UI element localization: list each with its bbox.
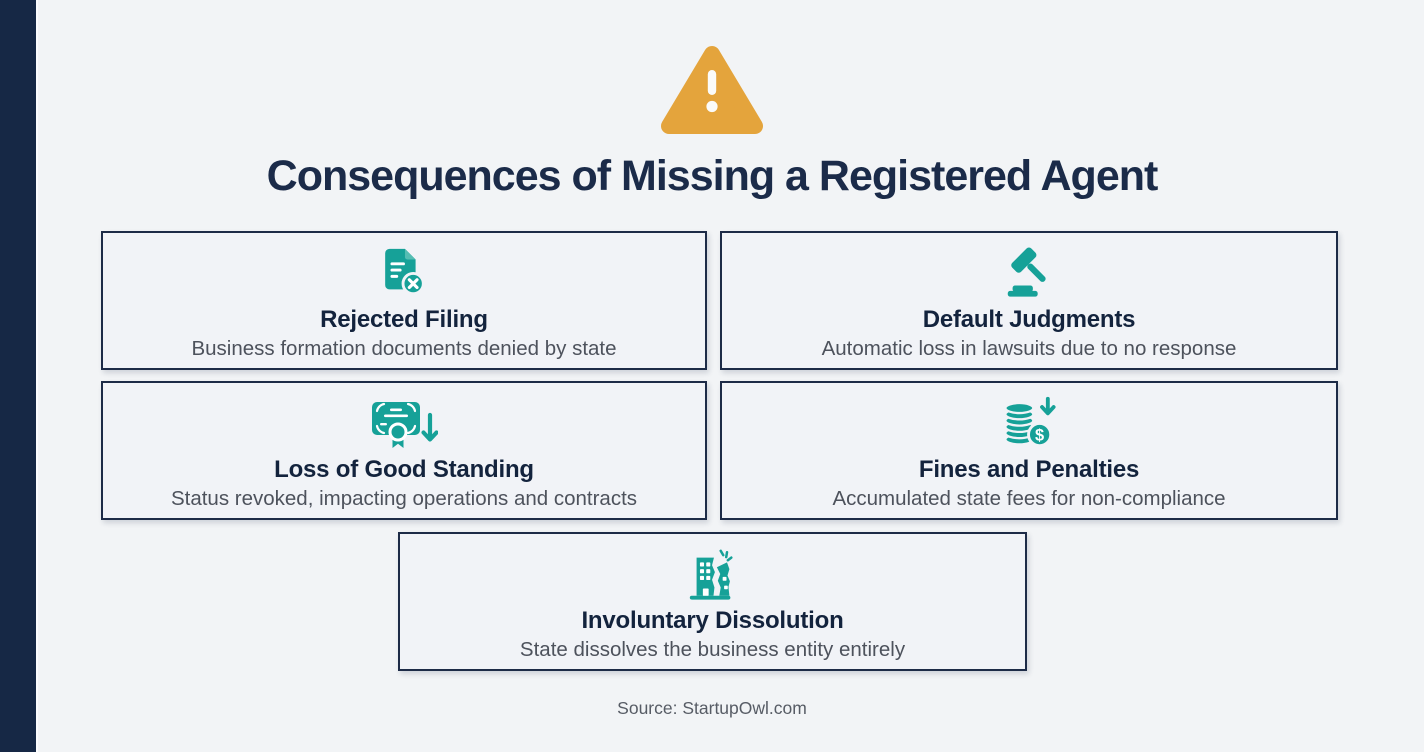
card-title: Loss of Good Standing (274, 455, 534, 483)
warning-triangle-icon (659, 42, 765, 136)
card-subtitle: Status revoked, impacting operations and… (170, 486, 638, 510)
card-fines-and-penalties: $ Fines and Penalties Accumulated state … (720, 381, 1338, 520)
card-title: Involuntary Dissolution (581, 606, 844, 634)
collapsing-building-icon (683, 542, 743, 602)
svg-text:$: $ (1035, 426, 1044, 444)
rejected-document-icon (376, 241, 432, 301)
cards-grid: Rejected Filing Business formation docum… (101, 231, 1338, 520)
certificate-downgrade-icon (370, 391, 438, 451)
solo-card-row: Involuntary Dissolution State dissolves … (398, 532, 1424, 671)
card-title: Default Judgments (922, 305, 1136, 333)
source-text: Source: StartupOwl.com (617, 698, 807, 718)
card-subtitle: Business formation documents denied by s… (191, 336, 617, 360)
card-title: Fines and Penalties (918, 455, 1140, 483)
card-involuntary-dissolution: Involuntary Dissolution State dissolves … (398, 532, 1027, 671)
left-accent-bar (0, 0, 38, 752)
card-subtitle: Automatic loss in lawsuits due to no res… (821, 336, 1237, 360)
footer: Source: StartupOwl.com (0, 698, 1424, 719)
card-subtitle: State dissolves the business entity enti… (519, 637, 906, 661)
card-subtitle: Accumulated state fees for non-complianc… (832, 486, 1226, 510)
card-loss-of-good-standing: Loss of Good Standing Status revoked, im… (101, 381, 707, 520)
header: Consequences of Missing a Registered Age… (0, 0, 1424, 201)
gavel-icon (1001, 241, 1057, 301)
coins-penalty-icon: $ (1000, 391, 1058, 451)
card-title: Rejected Filing (320, 305, 488, 333)
card-rejected-filing: Rejected Filing Business formation docum… (101, 231, 707, 370)
card-default-judgments: Default Judgments Automatic loss in laws… (720, 231, 1338, 370)
page-title: Consequences of Missing a Registered Age… (266, 152, 1159, 200)
